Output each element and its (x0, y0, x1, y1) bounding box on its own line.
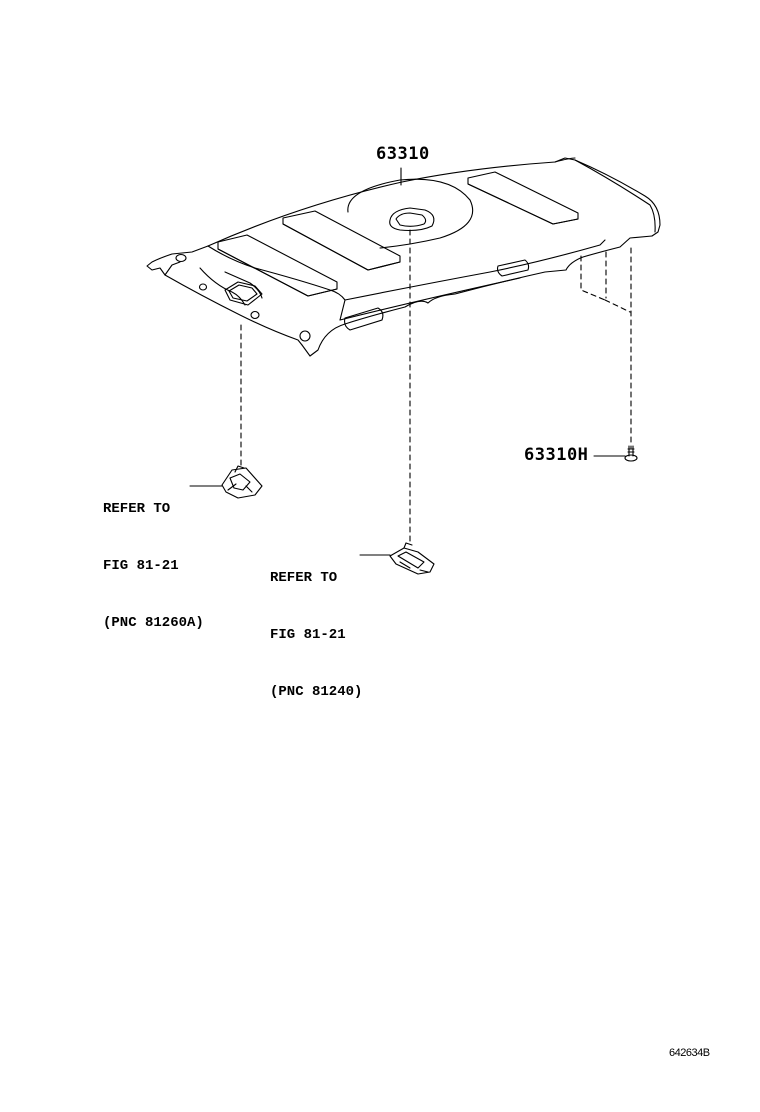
reference-note-81260a: REFER TO FIG 81-21 (PNC 81260A) (103, 462, 204, 671)
reference-line-1: REFER TO (270, 570, 338, 586)
rear-guide-lines (580, 251, 631, 313)
clip-holes (175, 253, 530, 342)
reference-line-2: FIG 81-21 (270, 627, 346, 643)
map-light-opening (224, 281, 263, 306)
figure-id: 642634B (669, 1047, 710, 1059)
map-light-component (221, 465, 263, 499)
reference-note-81240: REFER TO FIG 81-21 (PNC 81240) (270, 531, 362, 740)
clip-63310h-icon (624, 445, 638, 462)
headliner-body (146, 157, 661, 357)
part-label-63310: 63310 (376, 144, 430, 164)
reference-line-3: (PNC 81260A) (103, 615, 204, 631)
dome-contour (347, 178, 474, 249)
headliner-pads (217, 171, 579, 297)
reference-line-1: REFER TO (103, 501, 171, 517)
dome-light-opening (389, 207, 435, 232)
leader-dashed-lines (240, 229, 632, 546)
reference-line-3: (PNC 81240) (270, 684, 363, 700)
dome-light-component (389, 542, 435, 575)
part-label-63310h: 63310H (524, 445, 589, 465)
reference-line-2: FIG 81-21 (103, 558, 179, 574)
